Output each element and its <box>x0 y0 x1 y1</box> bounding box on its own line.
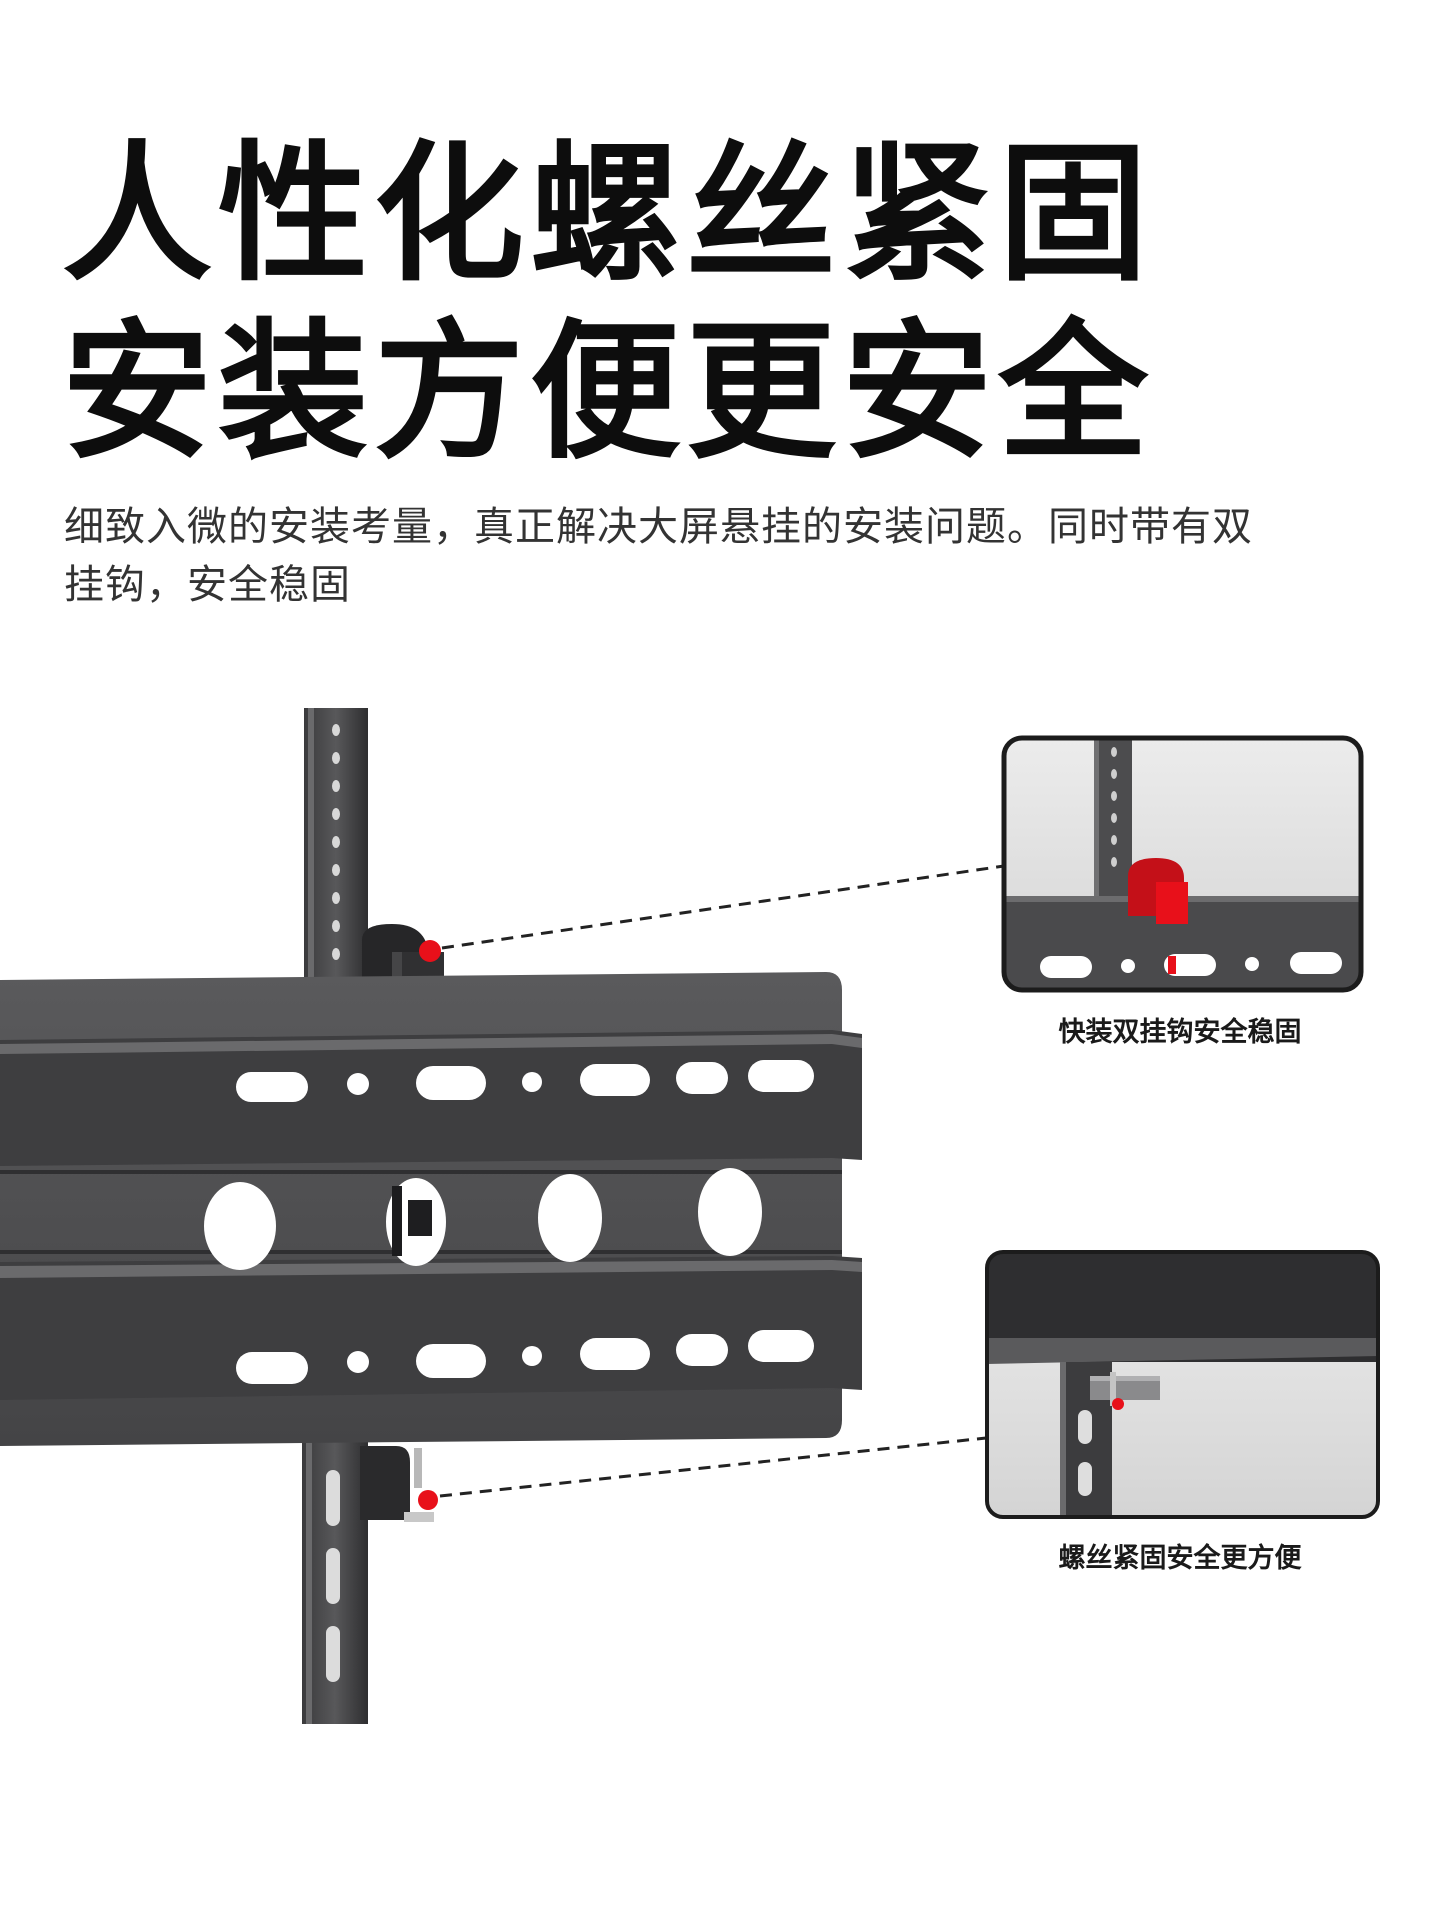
leader-line-2 <box>439 1436 987 1498</box>
lower-screw-clamp <box>360 1446 438 1522</box>
leader-line-1 <box>441 864 1005 950</box>
detail-inset-screw <box>985 1250 1380 1519</box>
callout-caption-hook: 快装双挂钩安全稳固 <box>1058 1017 1302 1048</box>
headline-line-1: 人性化螺丝紧固 <box>62 128 1155 302</box>
mount-plate <box>0 972 862 1446</box>
callout-caption-screw: 螺丝紧固安全更方便 <box>1058 1543 1302 1574</box>
upper-hook-red-marker <box>419 940 441 962</box>
vertical-rail-lower <box>302 1430 368 1724</box>
detail-inset-hook <box>1001 735 1364 993</box>
vertical-rail-upper <box>304 708 368 988</box>
description-text: 细致入微的安装考量，真正解决大屏悬挂的安装问题。同时带有双挂钩，安全稳固 <box>64 504 1253 608</box>
headline-line-2: 安装方便更安全 <box>62 306 1155 480</box>
lower-clamp-red-marker <box>418 1490 438 1510</box>
